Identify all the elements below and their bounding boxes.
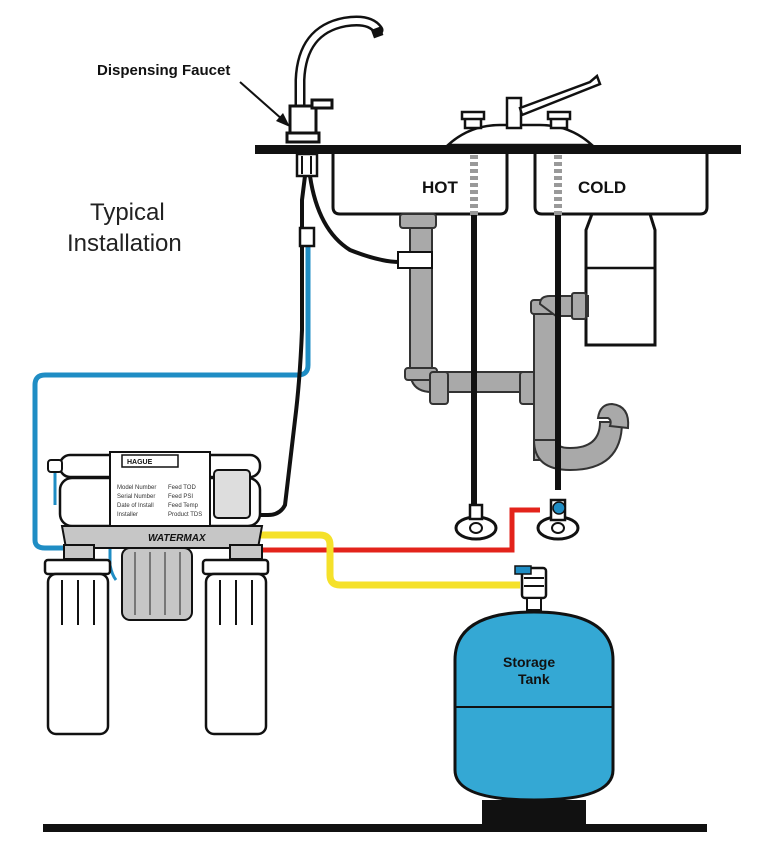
red-feed-line — [240, 507, 540, 553]
spec-value: Feed Temp — [168, 503, 199, 509]
filter-canister-right — [201, 558, 270, 736]
faucet-connector — [298, 226, 316, 248]
spec-field: Model Number — [117, 485, 156, 491]
unit-spec-table: Model Number Feed TOD Serial Number Feed… — [117, 485, 202, 518]
spec-field: Installer — [117, 512, 138, 518]
spec-value: Feed PSI — [168, 494, 193, 500]
faucet-pointer-arrow — [239, 81, 290, 127]
spec-field: Date of Install — [117, 503, 154, 509]
filter-canister-left — [43, 558, 112, 736]
title-line-2: Installation — [67, 230, 182, 257]
faucet-label: Dispensing Faucet — [97, 62, 230, 79]
hot-shutoff-valve — [454, 503, 498, 541]
ro-unit — [47, 451, 264, 621]
garbage-disposal — [584, 212, 657, 347]
drain-saddle — [397, 251, 433, 269]
unit-brand-base: WATERMAX — [148, 533, 207, 544]
black-line-to-unit — [250, 230, 304, 517]
unit-brand: HAGUE — [127, 459, 153, 466]
tank-label-line-1: Storage — [503, 654, 555, 670]
spec-field: Serial Number — [117, 494, 155, 500]
countertop — [255, 145, 741, 154]
dispensing-faucet — [285, 15, 384, 178]
blue-product-line — [32, 240, 311, 551]
supply-lines — [470, 155, 562, 505]
spec-value: Feed TOD — [168, 485, 196, 491]
sink — [331, 154, 709, 216]
yellow-tank-line-outline — [205, 532, 520, 588]
title-line-1: Typical — [90, 199, 165, 226]
tank-label-line-2: Tank — [518, 671, 550, 687]
storage-tank — [453, 565, 615, 826]
black-drain-line — [300, 175, 401, 264]
spec-value: Product TDS — [168, 512, 202, 518]
cold-shutoff-valve — [536, 498, 580, 541]
cold-label: COLD — [578, 178, 626, 197]
floor-line — [43, 824, 707, 832]
hot-label: HOT — [422, 178, 459, 197]
sink-faucet — [444, 73, 602, 147]
